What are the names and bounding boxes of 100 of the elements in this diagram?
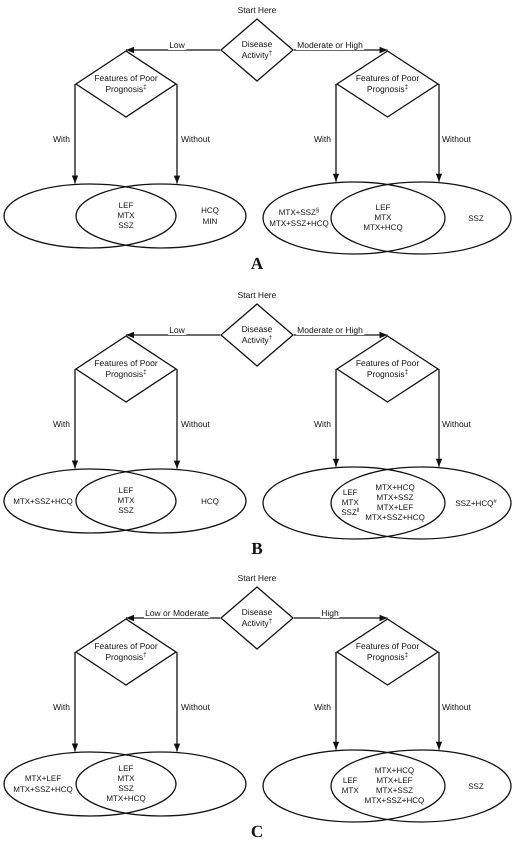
drug-label: MTX (342, 786, 359, 796)
start-label: Start Here (238, 290, 276, 300)
decision-diamond (336, 618, 439, 686)
edge-label: Without (441, 134, 472, 144)
decision-diamond (75, 618, 177, 686)
venn-ellipse (75, 751, 247, 817)
panel-letter: B (251, 540, 263, 558)
edge-label: With (313, 419, 332, 429)
drug-label: SSZ (118, 506, 134, 516)
edge-label: Without (180, 134, 211, 144)
drug-label: MTX+SSZ (376, 493, 414, 503)
venn-ellipse (330, 466, 512, 540)
drug-label: SSZ+HCQ$^{#}$ (455, 498, 497, 508)
drug-label: MTX (118, 496, 134, 506)
start-label: Start Here (238, 573, 276, 583)
drug-label: MTX (342, 498, 359, 508)
decision-text: Features of Poor Prognosis$^{‡}$ (356, 641, 420, 663)
venn-ellipse (75, 468, 247, 534)
venn-ellipse (75, 183, 247, 249)
drug-label: SSZ$^{‖}$ (341, 508, 360, 518)
arrow (294, 614, 388, 622)
drug-label: SSZ (118, 221, 134, 231)
arrow (174, 369, 180, 469)
edge-label: Without (180, 419, 211, 429)
edge-label: Without (441, 419, 472, 429)
drug-label: SSZ (468, 212, 484, 224)
decision-text: Disease Activity$^{†}$ (240, 607, 274, 629)
decision-diamond (75, 50, 177, 118)
drug-label: MTX+SSZ+HCQ (269, 218, 329, 229)
venn-ellipse (262, 749, 446, 823)
drug-label: MTX+SSZ (376, 786, 413, 796)
edge-label: Low or Moderate (144, 608, 210, 618)
drug-label: MTX (374, 213, 392, 223)
venn-ellipse (3, 183, 177, 249)
edge-label: Moderate or High (296, 40, 364, 50)
drug-label: MIN (202, 216, 218, 227)
decision-text: Features of Poor Prognosis$^{‡}$ (356, 358, 420, 380)
drug-label: MTX+HCQ (106, 794, 146, 804)
drug-label: MTX+LEF (376, 776, 413, 786)
drug-label: SSZ (468, 780, 484, 792)
edge-label: With (52, 419, 71, 429)
venn-ellipse (3, 751, 177, 817)
drug-label: LEF (342, 488, 358, 498)
drug-label: MTX+SSZ+HCQ (365, 513, 425, 523)
drug-label: LEF (342, 776, 358, 786)
drug-label: MTX+HCQ (363, 223, 403, 233)
decision-text: Disease Activity$^{†}$ (240, 324, 274, 346)
edge-label: Low (168, 40, 186, 50)
arrow (174, 84, 180, 184)
arrow (332, 369, 340, 467)
edge-label: With (52, 134, 71, 144)
edge-label: With (52, 702, 71, 712)
arrow (332, 652, 340, 750)
drug-label: HCQ (201, 205, 219, 216)
drug-label: LEF (376, 203, 390, 213)
decision-text: Features of Poor Prognosis$^{‡}$ (94, 358, 158, 380)
drug-label: MTX+HCQ (375, 483, 415, 493)
venn-ellipse (262, 466, 446, 540)
decision-text: Disease Activity$^{†}$ (240, 39, 274, 61)
panel-letter: C (250, 823, 264, 841)
arrow (126, 614, 220, 622)
arrow (72, 652, 78, 752)
edge-label: With (313, 702, 332, 712)
venn-ellipse (330, 181, 512, 255)
arrow (436, 84, 442, 182)
arrow (126, 332, 220, 338)
drug-label: MTX+HCQ (374, 766, 414, 776)
drug-label: LEF (118, 764, 134, 774)
decision-diamond (336, 335, 439, 403)
decision-diamond (75, 335, 177, 403)
drug-label: SSZ (118, 784, 134, 794)
drug-label: MTX+LEF (376, 503, 414, 513)
venn-ellipse (262, 181, 446, 255)
edge-label: With (313, 134, 332, 144)
edge-label: Moderate or High (296, 325, 364, 335)
arrow (72, 84, 78, 184)
edge-label: Without (441, 702, 472, 712)
drug-label: MTX+LEF (24, 773, 62, 784)
edge-label: Low (168, 325, 186, 335)
decision-text: Features of Poor Prognosis$^{‡}$ (94, 73, 158, 95)
decision-text: Features of Poor Prognosis$^{†}$ (94, 641, 158, 663)
drug-label: LEF (118, 486, 134, 496)
edge-label: High (320, 608, 340, 618)
decision-text: Features of Poor Prognosis$^{‡}$ (356, 73, 420, 95)
arrow (174, 652, 180, 752)
drug-label: MTX+SSZ+HCQ (364, 796, 424, 806)
arrow (294, 46, 388, 54)
drug-label: MTX (118, 211, 134, 221)
drug-label: MTX+SSZ+HCQ (13, 496, 73, 506)
arrow (436, 652, 442, 750)
venn-ellipse (330, 749, 512, 823)
arrow (126, 46, 220, 54)
drug-label: LEF (118, 201, 134, 211)
decision-diamond (336, 50, 439, 118)
panel-letter: A (250, 255, 264, 273)
arrow (332, 84, 340, 182)
drug-label: MTX (118, 774, 134, 784)
start-label: Start Here (238, 5, 276, 15)
venn-ellipse (3, 468, 177, 534)
arrow (436, 369, 442, 467)
